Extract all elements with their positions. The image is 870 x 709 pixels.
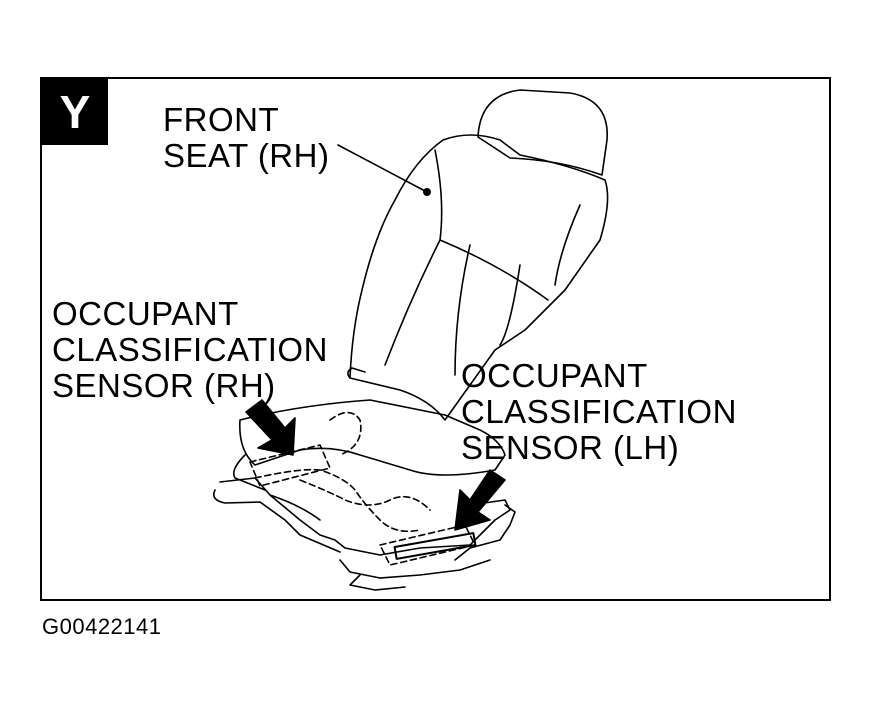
headrest xyxy=(477,89,608,176)
hidden-part xyxy=(329,411,362,456)
label-line: SENSOR (RH) xyxy=(52,367,276,404)
seat-rail xyxy=(454,504,516,561)
seat-back-seam xyxy=(434,149,549,301)
label-line: FRONT xyxy=(163,101,280,138)
figure-id: G00422141 xyxy=(42,614,162,639)
seat-back xyxy=(349,134,609,421)
seat-frame xyxy=(212,489,341,553)
section-badge: Y xyxy=(42,79,108,145)
front-seat-leader-dot xyxy=(423,188,431,196)
seat-frame xyxy=(219,477,511,556)
label-line: SEAT (RH) xyxy=(163,137,330,174)
diagram-frame xyxy=(40,77,831,601)
seat-frame-bar xyxy=(269,494,321,521)
label-line: CLASSIFICATION xyxy=(52,331,328,368)
seat-back-seam xyxy=(384,239,441,366)
arrow-sensor-lh xyxy=(454,469,506,531)
label-line: SENSOR (LH) xyxy=(461,429,680,466)
seat-rail xyxy=(339,559,491,579)
seat-back-side xyxy=(347,367,366,379)
sensor-lh-pad xyxy=(393,532,477,560)
label-sensor-rh: OCCUPANT CLASSIFICATION SENSOR (RH) xyxy=(52,296,328,404)
seat-rail xyxy=(349,574,406,591)
label-line: CLASSIFICATION xyxy=(461,393,737,430)
seat-back-seam xyxy=(499,264,521,346)
cushion-front xyxy=(232,454,266,491)
label-sensor-lh: OCCUPANT CLASSIFICATION SENSOR (LH) xyxy=(461,358,737,466)
wire-harness xyxy=(299,479,431,511)
seat-cushion xyxy=(238,399,506,476)
label-line: OCCUPANT xyxy=(461,357,648,394)
wire-harness xyxy=(254,468,421,533)
seat-back-seam xyxy=(554,204,581,286)
seat-back-seam xyxy=(454,244,471,376)
front-seat-leader xyxy=(337,144,426,192)
label-front-seat: FRONT SEAT (RH) xyxy=(163,102,329,174)
label-line: OCCUPANT xyxy=(52,295,239,332)
arrow-sensor-rh xyxy=(245,399,296,456)
